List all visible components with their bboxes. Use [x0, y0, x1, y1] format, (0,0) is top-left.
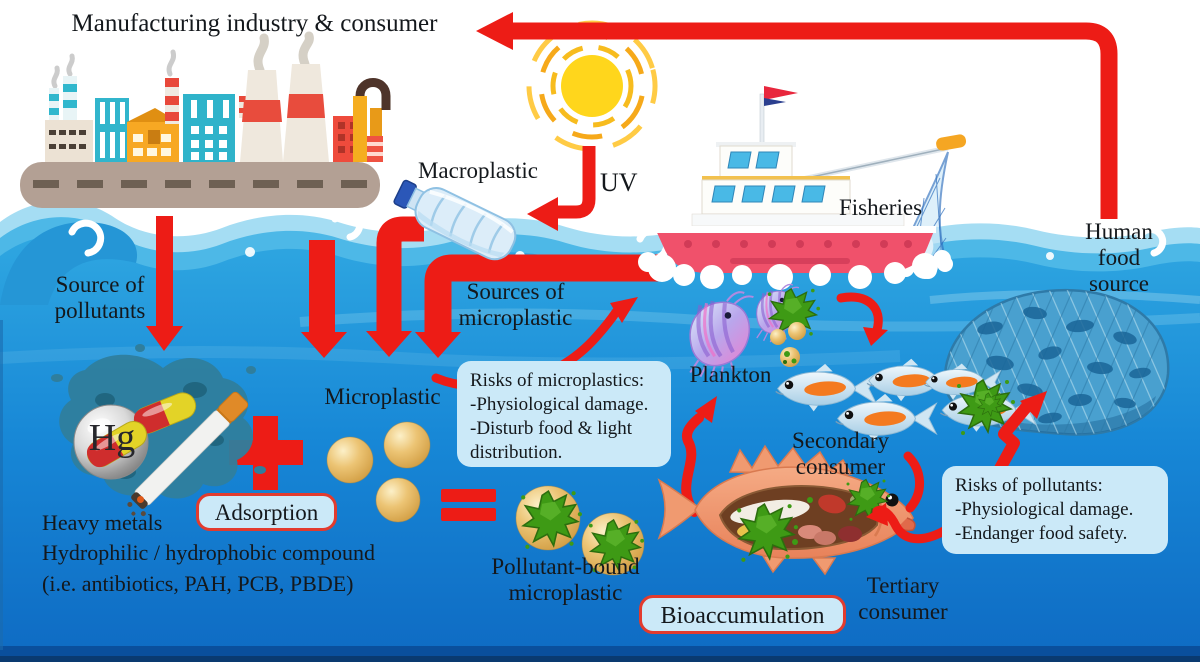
adsorption-callout: Adsorption — [196, 493, 337, 531]
arrow-runoff-down — [301, 240, 347, 358]
sea-surface-waves — [0, 201, 1200, 662]
source-of-pollutants-label: Source of pollutants — [54, 272, 146, 324]
macroplastic-bottle-icon — [393, 179, 517, 261]
sun-icon — [526, 20, 658, 152]
arrow-return-to-industry — [476, 12, 1118, 219]
factory-illustration — [20, 31, 391, 208]
risks-of-microplastics-callout: Risks of microplastics: -Physiological d… — [457, 361, 671, 467]
cigarette-icon — [127, 391, 249, 517]
sources-of-microplastic-label: Sources of microplastic — [458, 279, 573, 331]
risks-of-pollutants-callout: Risks of pollutants: -Physiological dama… — [942, 466, 1168, 554]
arrow-pollutants-down — [146, 216, 183, 351]
pill-capsule-icon — [86, 421, 147, 468]
boat-foam — [638, 250, 951, 290]
fisheries-label: Fisheries — [838, 195, 923, 220]
secondary-consumer-label: Secondary consumer — [791, 428, 890, 480]
arrow-group — [146, 12, 1118, 521]
arrow-macroplastic-down — [366, 216, 424, 357]
plankton-label: Plankton — [689, 362, 772, 387]
arrow-plankton-to-fish — [836, 292, 888, 346]
uv-label: UV — [600, 168, 638, 197]
arrow-risks-to-net — [991, 391, 1047, 477]
tertiary-consumer-label: Tertiary consumer — [858, 573, 948, 625]
sea-floor-band — [0, 646, 1200, 656]
plankton-icon — [690, 283, 821, 379]
arrow-secondary-to-tertiary — [866, 451, 957, 544]
arrow-surface-to-depth — [415, 254, 658, 358]
fishing-boat-icon — [638, 86, 967, 290]
microplastic-label: Microplastic — [324, 384, 441, 409]
pollutant-bound-label: Pollutant-bound microplastic — [491, 554, 640, 606]
net-handle — [936, 134, 967, 151]
arrow-microplastic-to-plankton — [681, 396, 717, 517]
arrow-uv — [527, 146, 596, 231]
boat-flag — [764, 86, 798, 106]
macroplastic-label: Macroplastic — [417, 158, 539, 183]
boat-hull — [654, 226, 936, 273]
human-food-source-label: Human food source — [1085, 219, 1153, 296]
pollutant-splat — [51, 344, 266, 517]
diagram-title: Manufacturing industry & consumer — [71, 10, 438, 37]
hg-symbol: Hg — [88, 417, 136, 459]
tertiary-consumer-fish — [657, 444, 916, 576]
equals-icon — [441, 489, 496, 521]
pollutant-examples-label: Heavy metals Hydrophilic / hydrophobic c… — [42, 510, 376, 596]
microplastic-spheres — [326, 421, 431, 523]
pollutant-bound-microplastic-icons — [515, 485, 645, 576]
factory-road — [20, 162, 380, 208]
bioaccumulation-callout: Bioaccumulation — [639, 595, 846, 634]
